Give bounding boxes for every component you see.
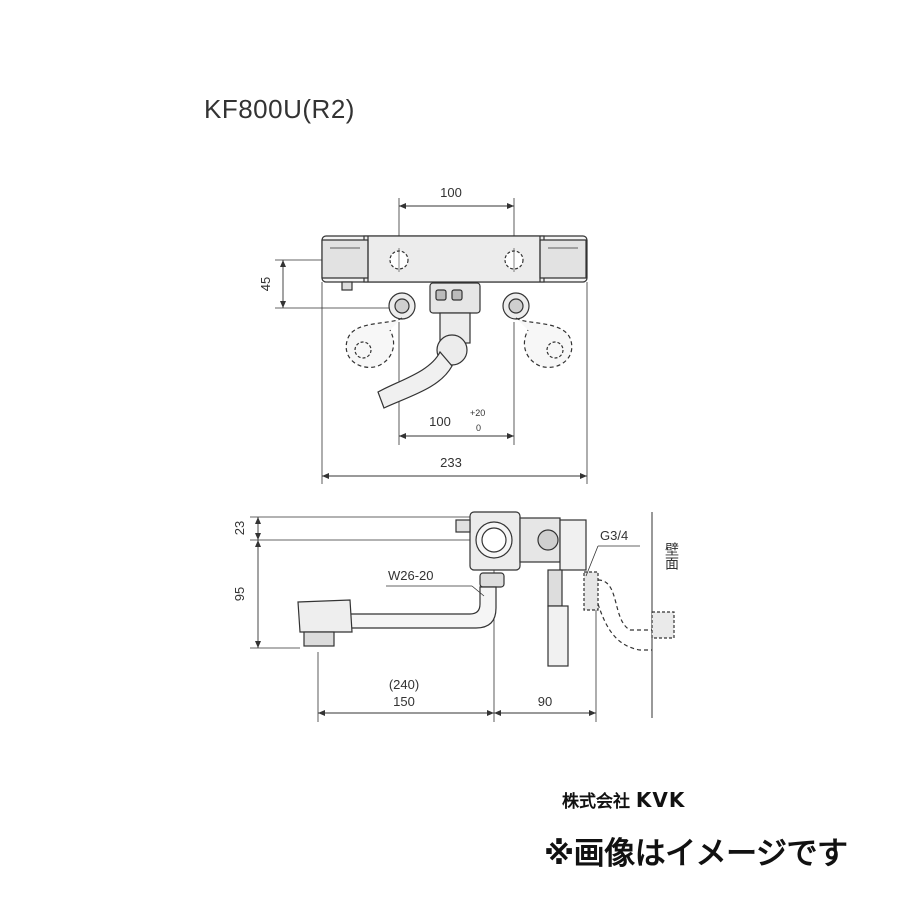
company-brand: KVK: [635, 788, 686, 812]
tolerance-minus: 0: [476, 423, 481, 433]
dim-lower-label: 100: [429, 414, 451, 429]
dim-top-label: 100: [440, 185, 462, 200]
dim-233-label: 233: [440, 455, 462, 470]
dim-95-label: 95: [232, 587, 247, 601]
dim-90-label: 90: [538, 694, 552, 709]
thread-g34-label: G3/4: [600, 528, 628, 543]
dim-23-label: 23: [232, 521, 247, 535]
dim-45-label: 45: [258, 277, 273, 291]
model-title: KF800U(R2): [204, 94, 355, 124]
company-prefix: 株式会社: [562, 792, 630, 812]
side-view: [250, 511, 675, 722]
company-name: 株式会社 KVK: [562, 787, 685, 812]
dim-150-label: 150: [393, 694, 415, 709]
dim-240-label: (240): [389, 677, 419, 692]
image-disclaimer: ※画像はイメージです: [544, 836, 848, 872]
spout-thread-label: W26-20: [388, 568, 434, 583]
tolerance-plus: +20: [470, 408, 485, 418]
front-view: [275, 198, 588, 484]
wall-label: 壁面: [664, 542, 680, 570]
